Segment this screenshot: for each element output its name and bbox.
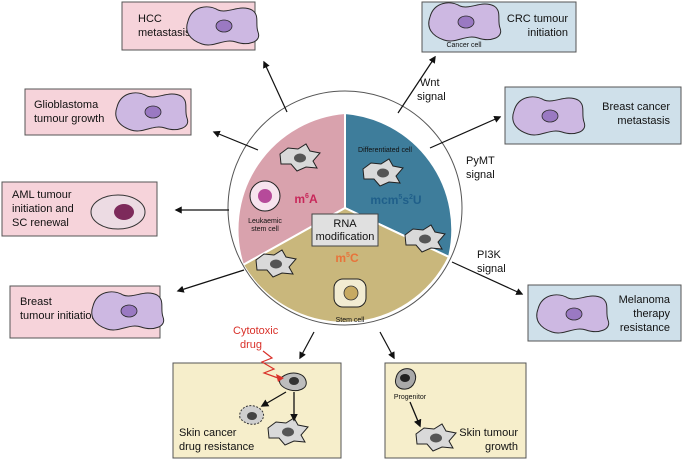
arrow-melanoma: [451, 261, 524, 295]
leukaemic-label-line1: Leukaemic: [248, 218, 282, 225]
breast-meta-line2: metastasis: [617, 115, 670, 127]
skin-cancer-line2: drug resistance: [179, 441, 254, 453]
skin-growth-line1: Skin tumour: [459, 427, 518, 439]
arrow-glio: [212, 130, 259, 151]
aml-cell: [90, 194, 146, 230]
aml-line2: initiation and: [12, 203, 74, 215]
crc-line1: CRC tumour: [507, 13, 568, 25]
arrow-skin-growth: [379, 331, 395, 360]
rna-label-line1: RNA: [333, 218, 357, 230]
pymt-line2: signal: [466, 169, 495, 181]
hcc-cell: [186, 6, 260, 46]
wnt-line2: signal: [417, 91, 446, 103]
dying-cell: [239, 405, 265, 425]
arrows: [174, 55, 524, 360]
skin-cancer-box: Skin cancer drug resistance: [172, 362, 342, 459]
arrow-progenitor: [409, 401, 422, 428]
glio-line2: tumour growth: [34, 113, 104, 125]
pi3k-line1: PI3K: [477, 249, 502, 261]
breast-metastasis-box: Breast cancer metastasis: [504, 86, 682, 145]
mcm-sector: [344, 111, 454, 259]
skin-cancer-line1: Skin cancer: [179, 427, 237, 439]
stem-cell-label: Stem cell: [336, 317, 365, 324]
differentiated-label: Differentiated cell: [358, 147, 412, 154]
breast-init-line2: tumour initiation: [20, 310, 98, 322]
glioblastoma-box: Glioblastoma tumour growth: [24, 88, 192, 136]
skin-cancer-top-cell: [279, 372, 307, 392]
glio-line1: Glioblastoma: [34, 99, 99, 111]
wheel-outline: [227, 90, 463, 326]
breast-initiation-box: Breast tumour initiation: [9, 285, 165, 339]
arrow-crc: [397, 55, 436, 114]
m5c-label: m5C: [335, 251, 359, 265]
breast-meta-line1: Breast cancer: [602, 101, 670, 113]
m5c-sector: [241, 206, 451, 324]
aml-box: AML tumour initiation and SC renewal: [1, 181, 158, 237]
glio-cell: [115, 92, 189, 132]
arrow-to-dying: [260, 391, 287, 407]
melanoma-line2: therapy: [633, 308, 670, 320]
arrow-breast-init: [176, 269, 245, 293]
mcm5s2u-label: mcm5s2U: [370, 193, 421, 207]
pymt-line1: PyMT: [466, 155, 495, 167]
breast-meta-cell: [512, 96, 586, 136]
hcc-line2: metastasis: [138, 27, 191, 39]
crc-sub: Cancer cell: [446, 42, 481, 49]
stem-cell: [333, 278, 367, 308]
aml-line1: AML tumour: [12, 189, 72, 201]
progenitor-label: Progenitor: [394, 394, 427, 401]
melanoma-line1: Melanoma: [619, 294, 671, 306]
breast-init-cell: [91, 291, 165, 331]
leukaemic-label-line2: stem cell: [251, 226, 279, 233]
leukaemic-stem-cell: [249, 180, 281, 212]
m6a-sector: [236, 111, 346, 267]
cytotoxic-arrowhead: [276, 374, 284, 382]
crc-box: Cancer cell CRC tumour initiation: [421, 1, 577, 53]
progenitor-cell: [395, 368, 417, 390]
pi3k-line2: signal: [477, 263, 506, 275]
cytotoxic-zigzag: [260, 350, 279, 379]
wnt-line1: Wnt: [420, 77, 440, 89]
breast-init-line1: Breast: [20, 296, 52, 308]
arrow-skin-cancer: [299, 331, 315, 360]
melanoma-cell: [536, 294, 610, 334]
rna-label-line2: modification: [316, 231, 375, 243]
melanoma-box: Melanoma therapy resistance: [527, 284, 682, 342]
skin-growth-line2: growth: [485, 441, 518, 453]
melanoma-line3: resistance: [620, 322, 670, 334]
m6a-label: m6A: [294, 192, 318, 206]
skin-growth-box: Progenitor Skin tumour growth: [384, 362, 527, 459]
aml-line3: SC renewal: [12, 217, 69, 229]
hcc-metastasis-box: HCC metastasis: [121, 1, 260, 51]
arrow-breast-meta: [429, 116, 502, 149]
crc-cell: [428, 2, 502, 42]
cytotoxic-line1: Cytotoxic: [233, 325, 279, 337]
crc-line2: initiation: [528, 27, 568, 39]
rna-modification-box: [311, 213, 379, 247]
center-wheel: RNA modification m6A mcm5s2U m5C Leukaem…: [227, 90, 463, 326]
cytotoxic-line2: drug: [240, 339, 262, 351]
hcc-line1: HCC: [138, 13, 162, 25]
arrow-hcc: [263, 60, 288, 113]
